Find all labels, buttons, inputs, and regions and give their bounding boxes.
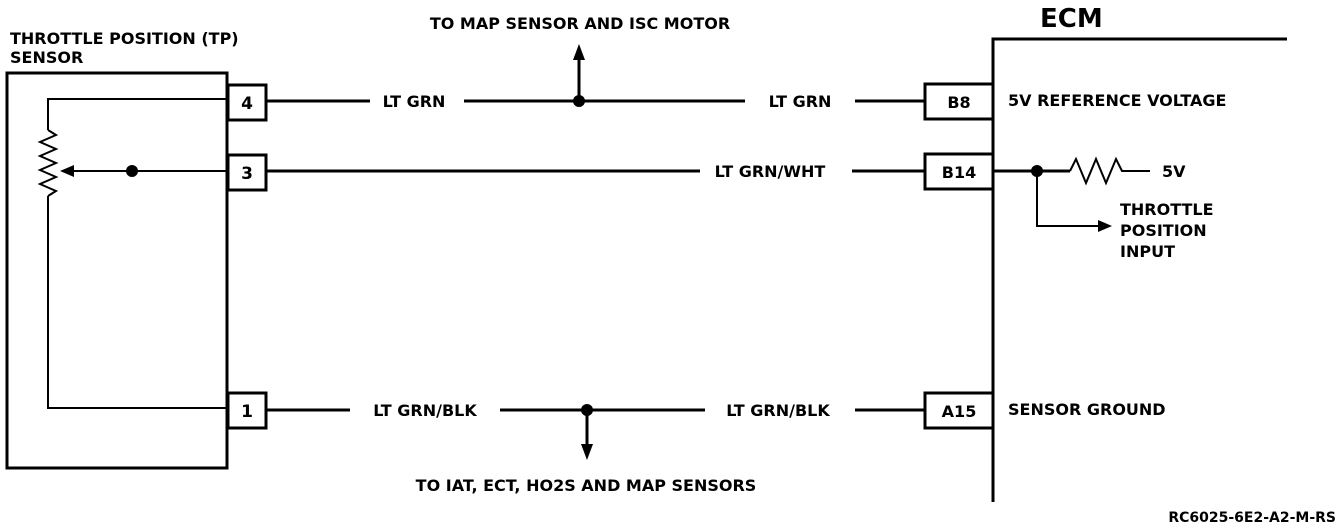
- top-wire-label-left: LT GRN: [383, 92, 446, 111]
- ecm-title: ECM: [1040, 4, 1103, 34]
- tp-pin-3-label: 3: [241, 164, 253, 184]
- top-wire-label-right: LT GRN: [769, 92, 832, 111]
- tp-pin-4-box: [226, 83, 268, 122]
- top-branch-label: TO MAP SENSOR AND ISC MOTOR: [430, 14, 730, 33]
- ecm-pin-b8-box: [923, 82, 995, 121]
- tp-wiper-arrow: [60, 165, 74, 177]
- ecm-pin-a15-box: [923, 391, 995, 430]
- ecm-sensor-ground-label: SENSOR GROUND: [1008, 400, 1166, 419]
- ecm-pin-b14-label: B14: [942, 163, 976, 182]
- figure-code: RC6025-6E2-A2-M-RS: [1168, 510, 1336, 526]
- ecm-tp-input-wire: [1036, 171, 1100, 227]
- ecm-tp-input-label-line1: THROTTLE: [1120, 200, 1214, 219]
- bottom-wire-label-right: LT GRN/BLK: [726, 401, 830, 420]
- tp-pin-4-label: 4: [241, 94, 253, 114]
- bottom-branch-label: TO IAT, ECT, HO2S AND MAP SENSORS: [416, 476, 757, 495]
- ecm-pin-a15-label: A15: [942, 402, 977, 421]
- top-branch-arrow: [573, 44, 585, 60]
- tp-wiper-junction: [126, 165, 138, 177]
- ecm-pin-b8-label: B8: [947, 93, 970, 112]
- ecm-ref-voltage-label: 5V REFERENCE VOLTAGE: [1008, 91, 1226, 110]
- ecm-tp-input-label-line2: POSITION: [1120, 221, 1207, 240]
- ecm-pin-b14-box: [923, 152, 995, 191]
- ecm-tp-input-label-line3: INPUT: [1120, 242, 1175, 261]
- tp-pin-1-label: 1: [241, 402, 253, 422]
- tp-sensor-body: [5, 71, 229, 470]
- ecm-5v-label: 5V: [1162, 162, 1186, 181]
- bottom-branch-arrow: [581, 444, 593, 460]
- tp-internal-top-wire: [47, 98, 228, 130]
- tp-internal-resistor: [37, 129, 59, 197]
- ecm-pullup-resistor: [1069, 156, 1150, 186]
- tp-sensor-title-line1: THROTTLE POSITION (TP): [10, 29, 239, 48]
- middle-wire-label: LT GRN/WHT: [715, 162, 826, 181]
- tp-pin-1-box: [226, 391, 268, 430]
- ecm-outline: [991, 37, 1287, 502]
- tp-internal-bottom-wire: [47, 196, 228, 409]
- bottom-wire-label-left: LT GRN/BLK: [373, 401, 477, 420]
- ecm-tp-input-arrow: [1098, 220, 1112, 232]
- tp-sensor-title-line2: SENSOR: [10, 48, 83, 67]
